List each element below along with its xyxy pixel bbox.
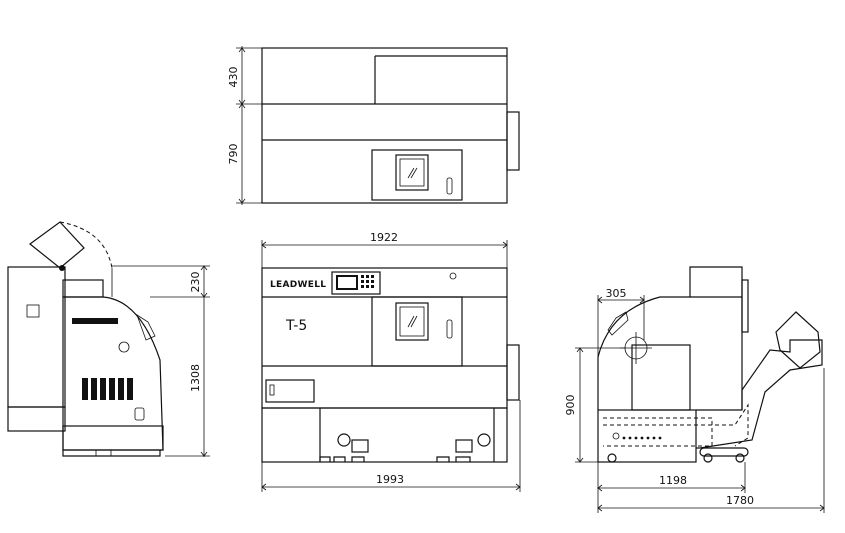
brand-label: LEADWELL [270,280,326,290]
dim-305: 305 [606,287,627,300]
dim-790: 790 [227,144,240,165]
right-side-view: 305 900 1198 1780 [564,266,825,513]
dim-1308: 1308 [189,364,202,392]
dim-900: 900 [564,395,577,416]
dim-1198: 1198 [659,474,687,487]
dim-1780: 1780 [726,494,754,507]
front-view: 1922 LEADWELL T-5 [261,231,521,492]
model-label: T-5 [285,318,307,334]
dim-430: 430 [227,67,240,88]
dim-1993: 1993 [376,473,404,486]
left-side-view: 230 1308 [7,221,210,457]
dim-230: 230 [189,272,202,293]
dim-1922: 1922 [370,231,398,244]
top-view: 430 790 [227,46,520,205]
